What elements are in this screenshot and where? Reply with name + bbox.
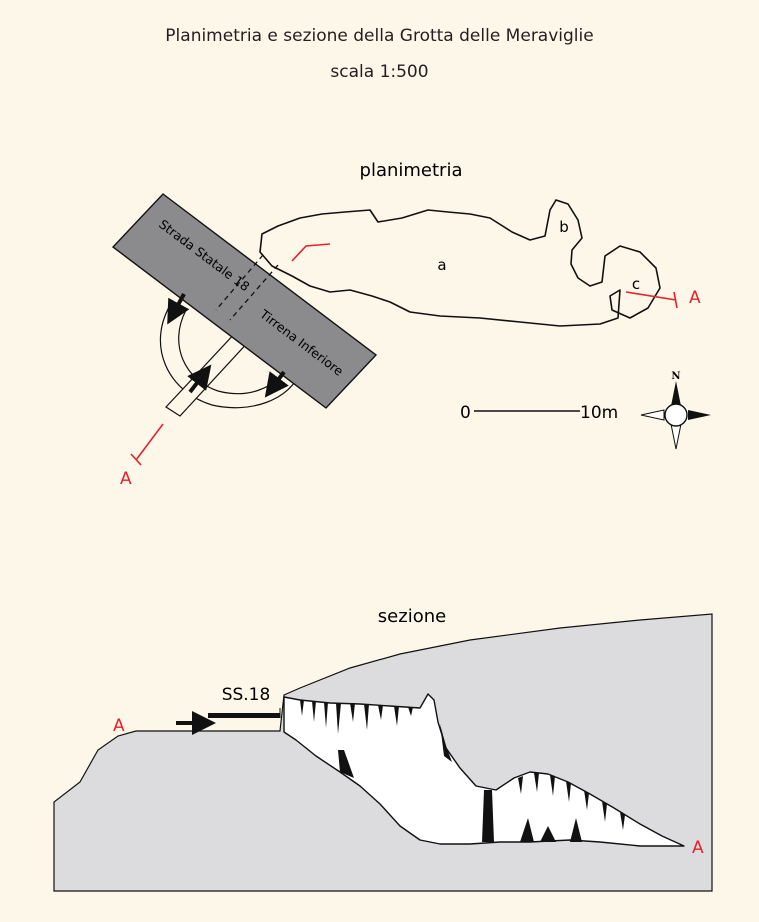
cave-cavity-section (283, 693, 685, 847)
room-b-label: b (559, 218, 569, 236)
scale-label: scala 1:500 (330, 62, 429, 82)
road-label-section: SS.18 (222, 685, 271, 705)
section-marker-left: A (113, 716, 125, 736)
section-line-left (135, 423, 164, 461)
section-heading: sezione (378, 606, 446, 627)
arrow-down-left (167, 293, 190, 325)
stalactites (300, 700, 625, 830)
road-deck-ss18 (208, 713, 280, 718)
north-compass-icon: N (640, 371, 711, 450)
north-label: N (671, 371, 680, 382)
stalagmites (338, 724, 582, 842)
section-marker-right: A (692, 838, 704, 858)
room-a-label: a (437, 256, 446, 274)
plan-heading: planimetria (360, 160, 463, 181)
cave-edge-dashed (229, 264, 279, 321)
diagram-title: Planimetria e sezione della Grotta delle… (165, 26, 594, 46)
section-corner-marker (291, 243, 331, 262)
road-band (111, 193, 378, 409)
scale-bar-end: 10m (580, 403, 618, 423)
section-line-right (625, 291, 677, 301)
cave-outline-plan (259, 199, 661, 327)
section-line-right-tick (673, 291, 678, 309)
section-marker-left-plan: A (120, 469, 132, 489)
arrow-up-corridor (187, 364, 212, 394)
room-c-label: c (632, 275, 640, 293)
arrow-down-right (264, 370, 289, 398)
scale-bar-start: 0 (460, 403, 471, 423)
section-marker-right-plan: A (689, 288, 701, 308)
